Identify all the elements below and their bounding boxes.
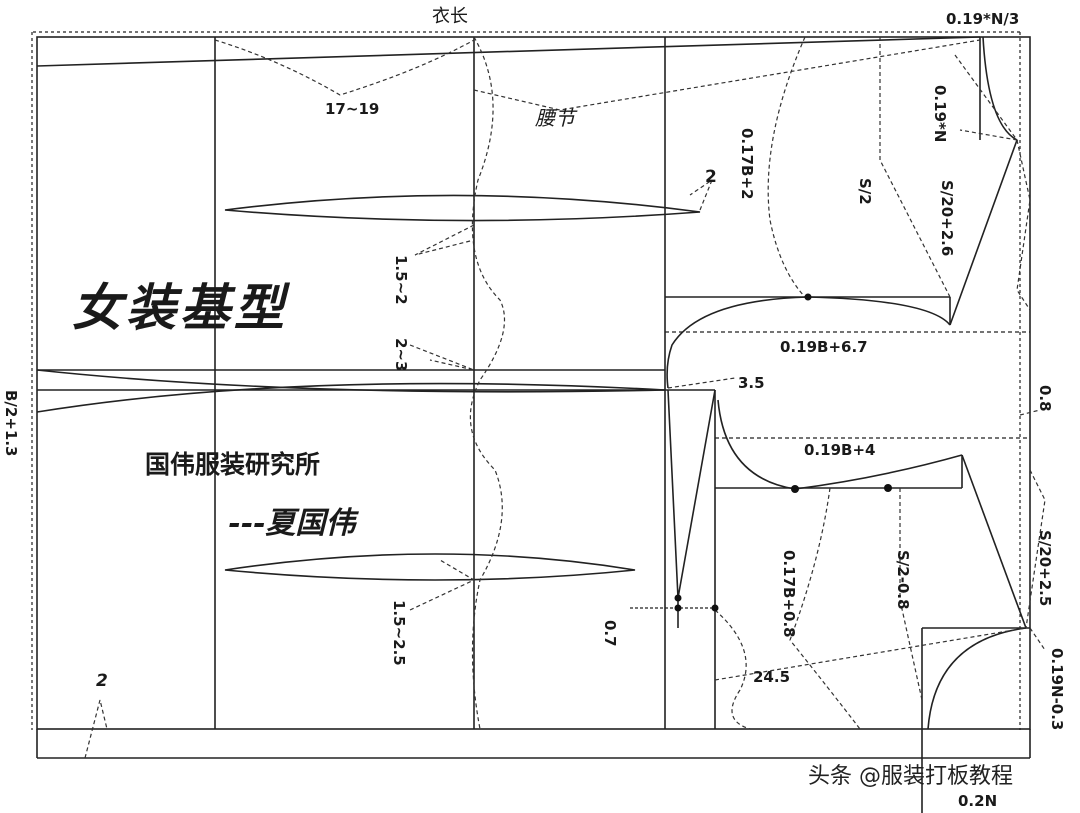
label-front-shoulder: S/20+2.5 [1036, 530, 1054, 606]
label-front-half-shoulder: S/2-0.8 [894, 550, 912, 610]
front-neck-curve [927, 627, 1027, 730]
point-dart-2 [674, 604, 682, 612]
label-dart-2: 2 [705, 167, 717, 187]
label-back-neck-width: 0.19*N/3 [946, 10, 1019, 28]
back-shoulder-line [949, 139, 1018, 326]
label-point-7: 0.7 [601, 620, 619, 647]
label-front-neck-depth: 0.19N-0.3 [1048, 648, 1066, 730]
label-half-bust: B/2+1.3 [2, 390, 20, 457]
leader-2-3 [409, 344, 475, 371]
label-back-neck-depth: 0.19*N [931, 85, 949, 142]
upper-lens-dart [224, 194, 701, 222]
label-range-17-19: 17~19 [325, 100, 379, 118]
leader-35 [667, 377, 736, 389]
label-half-shoulder: S/2 [856, 178, 874, 205]
hem-dashed [84, 699, 108, 759]
label-back-shoulder: S/20+2.6 [938, 180, 956, 256]
label-hem-2: 2 [96, 671, 108, 691]
label-front-neck-width: 0.2N [958, 792, 997, 810]
leader-15-25 [409, 559, 476, 611]
studio-name: 国伟服装研究所 [145, 450, 320, 479]
right-dashed-a [1016, 139, 1031, 311]
back-half-shoulder-dashed [879, 37, 951, 298]
bust-dart [667, 389, 716, 599]
label-dart-1-5-2: 1.5~2 [392, 255, 410, 305]
label-value-24-5: 24.5 [753, 668, 790, 686]
label-back-width: 0.17B+2 [738, 128, 756, 199]
title: 女装基型 [72, 278, 291, 337]
front-shoulder-dashed [1025, 469, 1046, 629]
top-dashed-wave [214, 39, 475, 96]
label-dart-2-3: 2~3 [392, 338, 410, 371]
lower-dashed [714, 609, 751, 730]
point-dart-3 [711, 604, 719, 612]
front-width-dashed [789, 487, 861, 730]
author-name: ---夏国伟 [228, 506, 359, 541]
back-armhole-curve [666, 296, 951, 389]
neck-dashed-front [1029, 627, 1046, 651]
point-front-armhole-1 [791, 485, 799, 493]
outer-frame [36, 36, 1031, 730]
back-width-dashed [767, 36, 806, 298]
princess-line-back [469, 36, 506, 730]
waist-dashed [473, 39, 981, 111]
front-half-shoulder-dashed [899, 488, 923, 701]
side-dart-lower [36, 382, 666, 413]
label-waist-section: 腰节 [535, 106, 578, 130]
label-point-8: 0.8 [1036, 385, 1054, 412]
label-length: 衣长 [432, 6, 468, 27]
label-front-width: 0.17B+0.8 [780, 550, 798, 638]
side-dart-upper [36, 369, 666, 393]
lower-lens-dart [224, 553, 636, 581]
back-neck-curve [982, 36, 1018, 141]
point-dart-1 [674, 594, 682, 602]
point-front-armhole-2 [884, 484, 892, 492]
label-armhole-front: 0.19B+4 [804, 441, 875, 459]
top-slope-line [36, 36, 981, 67]
label-armhole-back: 0.19B+6.7 [780, 338, 868, 356]
front-shoulder-line [961, 454, 1027, 629]
bottom-dashed-1 [714, 627, 1027, 681]
watermark: 头条 @服装打板教程 [808, 764, 1013, 789]
leader-dart2 [689, 178, 714, 211]
point-back-armhole [804, 293, 812, 301]
leader-15-2 [414, 224, 475, 256]
label-bust-3-5: 3.5 [738, 374, 765, 392]
leader-08 [1019, 409, 1041, 416]
label-dart-1-5-2-5: 1.5~2.5 [390, 600, 408, 666]
